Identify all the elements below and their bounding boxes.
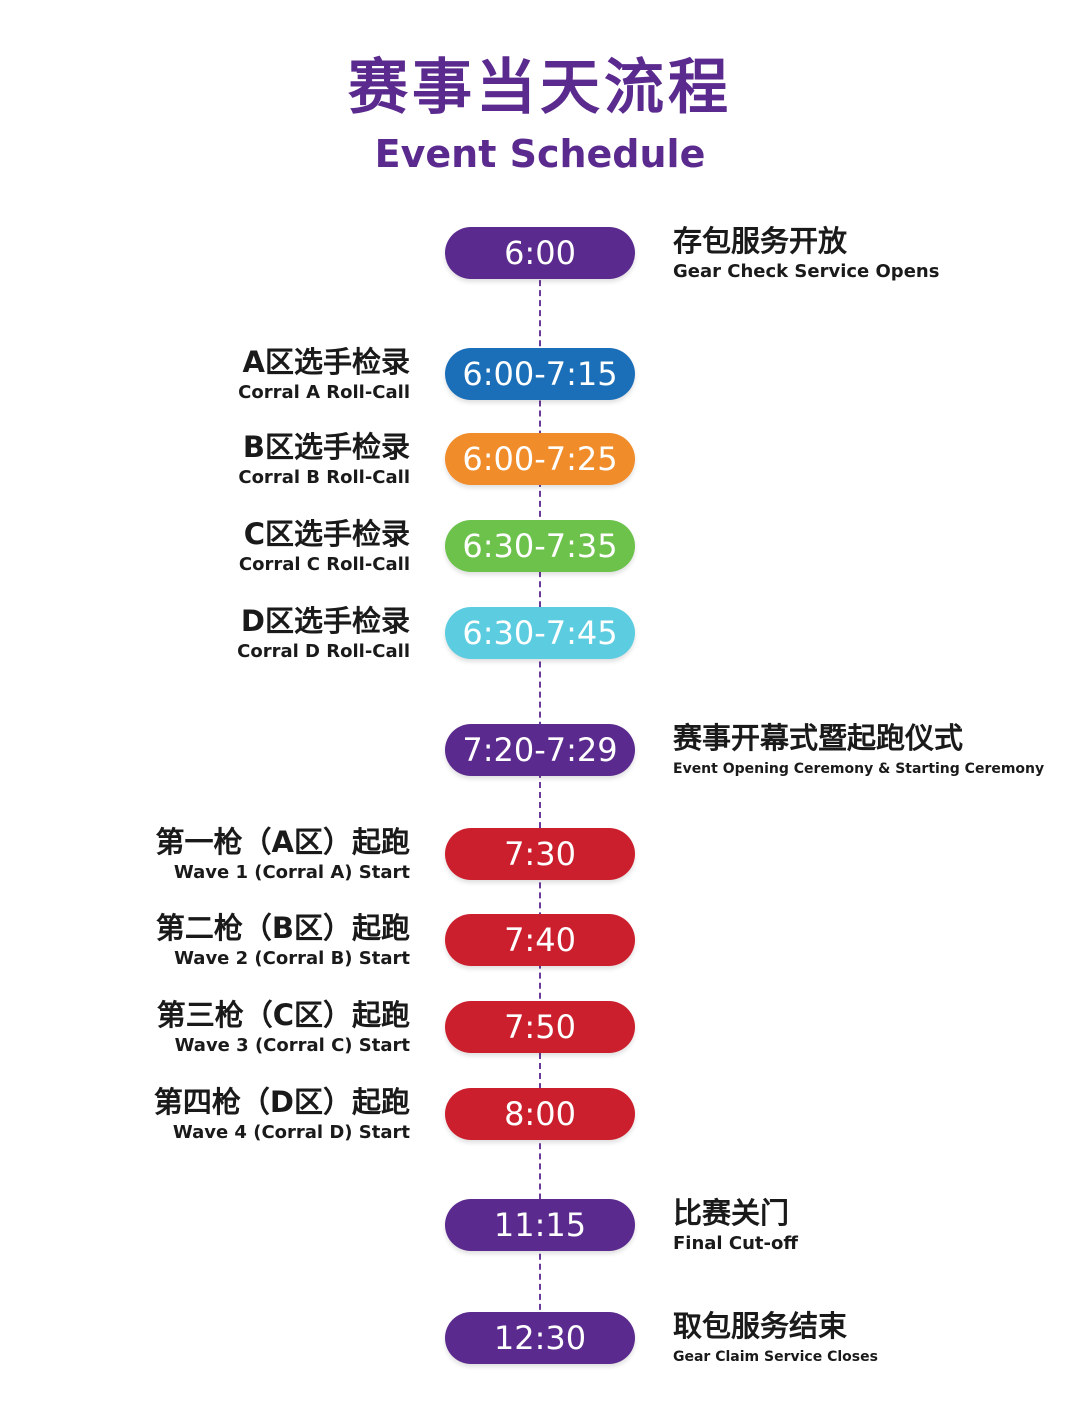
event-title-en: Corral B Roll-Call <box>238 467 410 488</box>
event-title-cn: C区选手检录 <box>243 517 410 551</box>
event-label: A区选手检录 Corral A Roll-Call <box>238 343 410 405</box>
time-pill: 7:40 <box>445 914 635 966</box>
event-label: C区选手检录 Corral C Roll-Call <box>239 515 410 577</box>
event-title-en: Wave 1 (Corral A) Start <box>173 862 410 883</box>
event-label: 比赛关门 Final Cut-off <box>673 1194 798 1256</box>
timeline-dashed-line <box>539 260 541 1340</box>
time-pill: 6:30-7:35 <box>445 520 635 572</box>
event-title-en: Corral A Roll-Call <box>238 382 410 403</box>
event-label: 取包服务结束 Gear Claim Service Closes <box>673 1307 878 1369</box>
page-title-cn: 赛事当天流程 <box>348 53 732 123</box>
event-title-en: Wave 4 (Corral D) Start <box>172 1122 410 1143</box>
event-label: 第三枪（C区）起跑 Wave 3 (Corral C) Start <box>157 996 410 1058</box>
event-title-cn: D区选手检录 <box>240 604 410 638</box>
event-title-cn: 赛事开幕式暨起跑仪式 <box>673 721 964 755</box>
time-pill: 7:50 <box>445 1001 635 1053</box>
event-title-cn: 比赛关门 <box>673 1196 790 1230</box>
event-label: 第一枪（A区）起跑 Wave 1 (Corral A) Start <box>156 823 410 885</box>
event-title-cn: 取包服务结束 <box>673 1309 848 1343</box>
event-label: B区选手检录 Corral B Roll-Call <box>238 428 410 490</box>
page-title-en: Event Schedule <box>374 132 706 176</box>
time-pill: 7:20-7:29 <box>445 724 635 776</box>
event-title-en: Wave 3 (Corral C) Start <box>174 1035 410 1056</box>
event-title-cn: 第三枪（C区）起跑 <box>156 998 410 1032</box>
event-title-en: Gear Claim Service Closes <box>673 1349 878 1365</box>
time-pill: 12:30 <box>445 1312 635 1364</box>
time-pill: 11:15 <box>445 1199 635 1251</box>
event-label: D区选手检录 Corral D Roll-Call <box>237 602 410 664</box>
event-title-cn: 第二枪（B区）起跑 <box>155 911 410 945</box>
event-title-cn: 存包服务开放 <box>673 224 848 258</box>
event-label: 赛事开幕式暨起跑仪式 Event Opening Ceremony & Start… <box>673 719 1044 781</box>
event-title-cn: A区选手检录 <box>242 345 410 379</box>
event-label: 第四枪（D区）起跑 Wave 4 (Corral D) Start <box>154 1083 410 1145</box>
event-title-en: Gear Check Service Opens <box>673 261 940 282</box>
event-title-en: Final Cut-off <box>673 1233 798 1254</box>
event-title-en: Corral C Roll-Call <box>238 554 410 575</box>
time-pill: 6:00-7:15 <box>445 348 635 400</box>
time-pill: 8:00 <box>445 1088 635 1140</box>
time-pill: 6:30-7:45 <box>445 607 635 659</box>
event-title-cn: 第四枪（D区）起跑 <box>153 1085 410 1119</box>
time-pill: 7:30 <box>445 828 635 880</box>
event-title-en: Event Opening Ceremony & Starting Ceremo… <box>673 761 1045 777</box>
time-pill: 6:00-7:25 <box>445 433 635 485</box>
event-title-en: Corral D Roll-Call <box>237 641 410 662</box>
event-label: 存包服务开放 Gear Check Service Opens <box>673 222 939 284</box>
event-title-cn: B区选手检录 <box>242 430 410 464</box>
event-title-cn: 第一枪（A区）起跑 <box>155 825 410 859</box>
time-pill: 6:00 <box>445 227 635 279</box>
event-title-en: Wave 2 (Corral B) Start <box>174 948 410 969</box>
event-label: 第二枪（B区）起跑 Wave 2 (Corral B) Start <box>156 909 410 971</box>
